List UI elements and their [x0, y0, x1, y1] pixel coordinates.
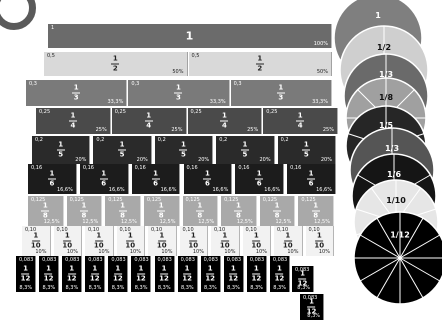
disc-label: 1/10 [386, 196, 406, 205]
disc-label: 1/6 [387, 170, 401, 179]
disc-label: 1/12 [390, 230, 410, 239]
disc-twelfths: 1/12 [354, 212, 442, 304]
disc-label: 1 [375, 11, 381, 20]
disc-label: 1/3 [385, 144, 399, 153]
disc-label: 1/8 [379, 93, 393, 102]
disc-label: 1/2 [377, 43, 391, 52]
